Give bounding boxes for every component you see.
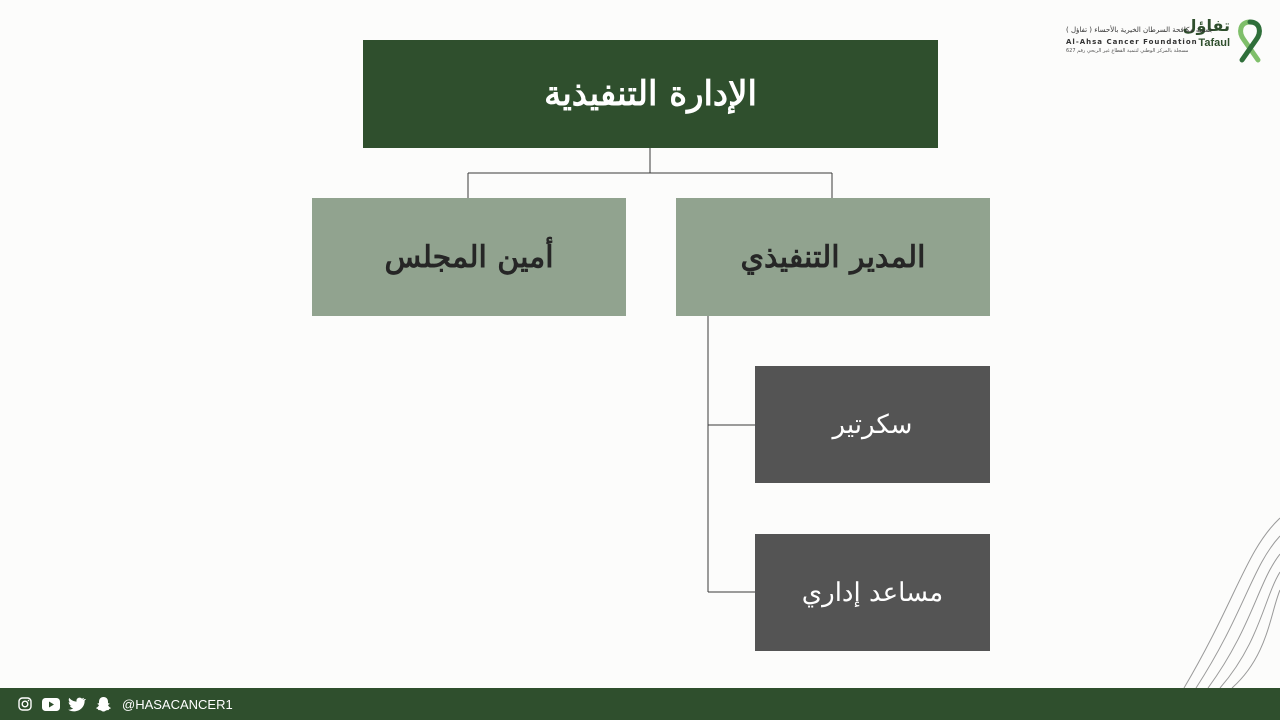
ribbon-icon <box>1238 19 1262 63</box>
administrative-assistant-label: مساعد إداري <box>801 577 944 608</box>
logo-name-english: Tafaul <box>1198 37 1230 49</box>
social-handle[interactable]: @HASACANCER1 <box>122 696 233 712</box>
youtube-icon[interactable] <box>42 695 60 713</box>
root-node-executive-management: الإدارة التنفيذية <box>363 40 938 148</box>
node-executive-director: المدير التنفيذي <box>676 198 990 316</box>
logo-registration: مسجلة بالمركز الوطني لتنمية القطاع غير ا… <box>1066 48 1189 54</box>
tafaul-logo: تفاؤل جمعية مكافحة السرطان الخيرية بالأح… <box>1062 10 1272 63</box>
executive-director-label: المدير التنفيذي <box>740 239 926 275</box>
instagram-icon[interactable] <box>16 695 34 713</box>
logo-name-english-full: Al-Ahsa Cancer Foundation <box>1066 38 1198 46</box>
node-administrative-assistant: مساعد إداري <box>755 534 990 651</box>
secretary-label: سكرتير <box>832 409 913 440</box>
footer-bar: @HASACANCER1 <box>0 688 1280 720</box>
root-node-label: الإدارة التنفيذية <box>544 74 757 114</box>
logo-name-arabic: تفاؤل <box>1182 16 1230 35</box>
board-secretary-label: أمين المجلس <box>384 239 554 275</box>
twitter-icon[interactable] <box>68 695 86 713</box>
decorative-curves <box>1183 517 1280 688</box>
node-board-secretary: أمين المجلس <box>312 198 626 316</box>
snapchat-icon[interactable] <box>94 695 112 713</box>
node-secretary: سكرتير <box>755 366 990 483</box>
logo-subtitle-arabic: جمعية مكافحة السرطان الخيرية بالأحساء ( … <box>1066 26 1214 34</box>
